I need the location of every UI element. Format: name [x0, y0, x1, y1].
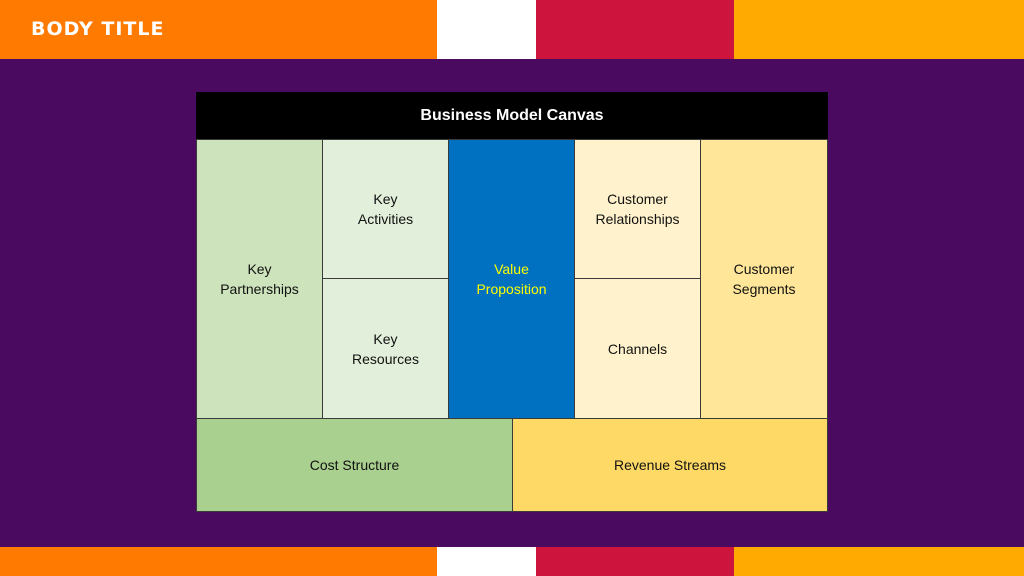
bottom-strip-orange — [0, 547, 437, 576]
key-partnerships-block: Key Partnerships — [196, 139, 323, 419]
value-proposition-label: Value Proposition — [476, 261, 547, 297]
bottom-strip-white — [437, 547, 536, 576]
customer-relationships-label: Customer Relationships — [595, 191, 680, 227]
key-partnerships-label: Key Partnerships — [220, 261, 299, 297]
customer-segments-label: Customer Segments — [732, 261, 796, 297]
key-resources-label: Key Resources — [352, 330, 419, 367]
revenue-streams-block: Revenue Streams — [512, 418, 828, 512]
key-activities-block: Key Activities — [322, 139, 449, 279]
bottom-strip-yellow — [734, 547, 1024, 576]
top-strip-white — [437, 0, 536, 59]
revenue-streams-label: Revenue Streams — [613, 457, 727, 473]
top-strip-orange: BODY TITLE — [0, 0, 437, 59]
business-model-canvas: Business Model Canvas Key Partnerships K… — [196, 92, 828, 512]
key-resources-block: Key Resources — [322, 278, 449, 419]
top-strip-red — [536, 0, 734, 59]
customer-relationships-block: Customer Relationships — [574, 139, 701, 279]
customer-segments-block: Customer Segments — [700, 139, 828, 419]
top-strip-yellow — [734, 0, 1024, 59]
cost-structure-block: Cost Structure — [196, 418, 513, 512]
value-proposition-block: Value Proposition — [448, 139, 575, 419]
body-title: BODY TITLE — [31, 18, 165, 40]
bottom-strip-red — [536, 547, 734, 576]
channels-block: Channels — [574, 278, 701, 419]
canvas-title: Business Model Canvas — [196, 92, 828, 139]
channels-label: Channels — [607, 340, 668, 357]
cost-structure-label: Cost Structure — [309, 457, 400, 473]
key-activities-label: Key Activities — [357, 191, 414, 227]
